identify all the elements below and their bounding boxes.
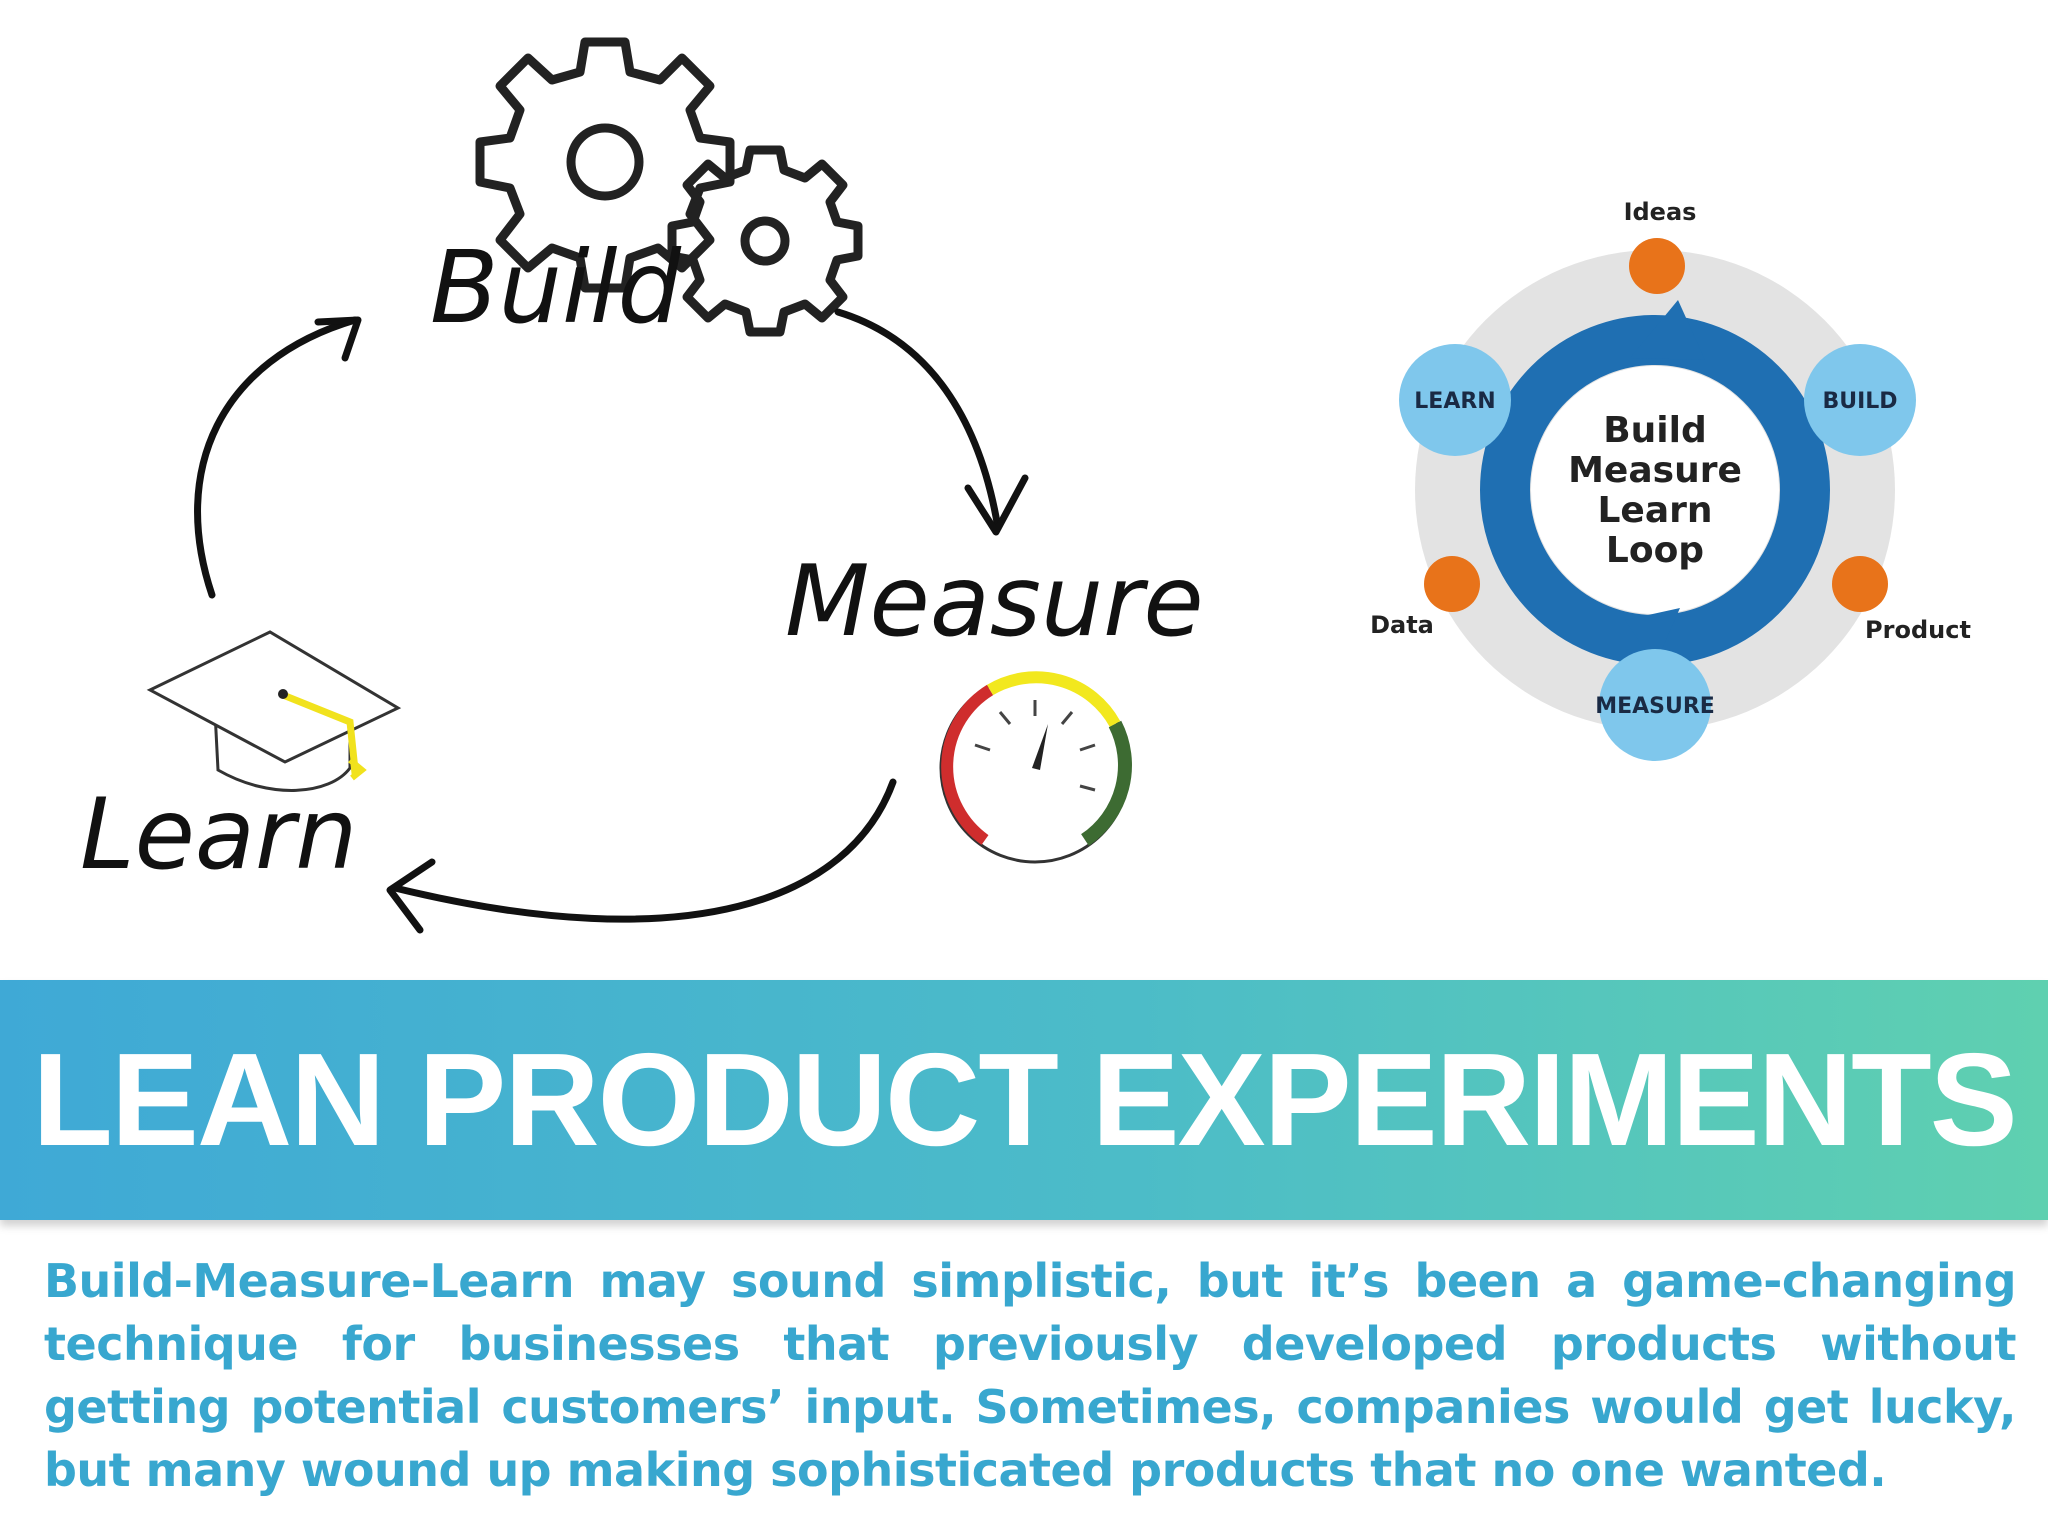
loop-center-line-2: Measure <box>1568 450 1742 491</box>
measure-label: Measure <box>785 545 1204 659</box>
loop-center-line-4: Loop <box>1606 530 1704 571</box>
ring-arrow-bottom <box>1625 608 1680 665</box>
arrow-measure-to-learn <box>391 778 897 923</box>
arrowhead-build <box>314 316 362 362</box>
arrowhead-measure <box>964 474 1029 536</box>
loop-center-line-1: Build <box>1603 410 1707 451</box>
data-dot <box>1424 556 1480 612</box>
node-measure: MEASURE <box>1595 649 1715 761</box>
arrowhead-learn <box>386 858 436 934</box>
node-build: BUILD <box>1804 344 1916 456</box>
build-label: Build <box>430 229 682 346</box>
gears-icon <box>475 37 863 337</box>
node-learn-label: LEARN <box>1414 389 1495 414</box>
speedometer-icon <box>939 671 1132 864</box>
body-paragraph: Build-Measure-Learn may sound simplistic… <box>44 1254 2017 1497</box>
learn-label: Learn <box>80 778 357 892</box>
ideas-dot <box>1629 238 1685 294</box>
loop-center-line-3: Learn <box>1597 490 1712 531</box>
sketch-cycle-diagram: Build Measure Learn <box>80 37 1204 934</box>
build-measure-learn-loop-diagram: Build Measure Learn Loop LEARN BUILD MEA… <box>1370 198 1971 761</box>
graduation-cap-icon <box>146 630 402 792</box>
arrow-build-to-measure <box>834 308 1002 532</box>
arrow-learn-to-build <box>194 316 359 599</box>
page-title: LEAN PRODUCT EXPERIMENTS <box>32 1026 2018 1173</box>
product-dot <box>1832 556 1888 612</box>
data-label: Data <box>1370 611 1434 639</box>
node-learn: LEARN <box>1399 344 1511 456</box>
title-banner: LEAN PRODUCT EXPERIMENTS <box>0 980 2048 1220</box>
ring-arrow-top <box>1630 300 1705 360</box>
node-build-label: BUILD <box>1822 389 1897 414</box>
ideas-label: Ideas <box>1624 198 1697 226</box>
product-label: Product <box>1865 616 1971 644</box>
node-measure-label: MEASURE <box>1595 694 1715 719</box>
